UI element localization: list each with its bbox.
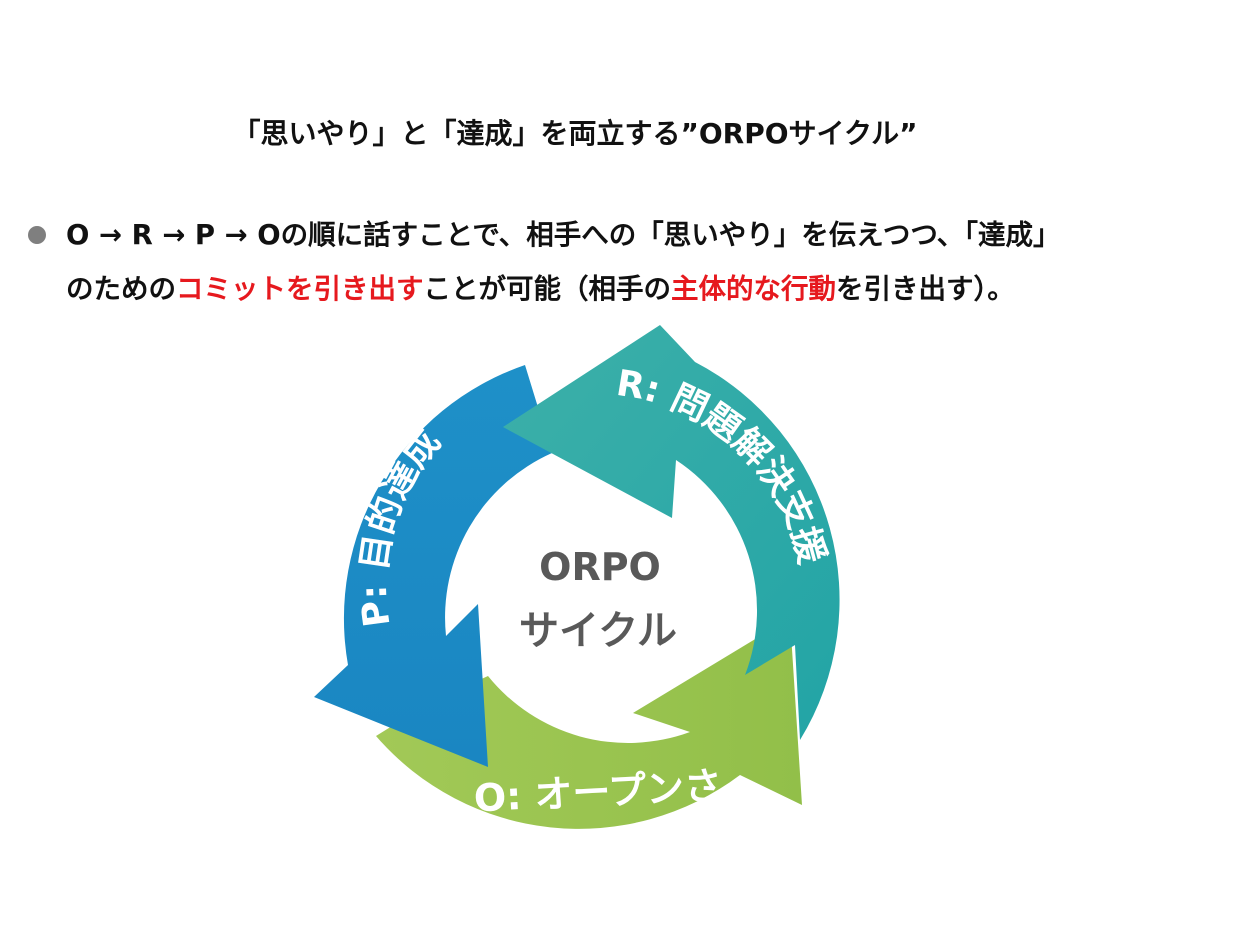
segment-r-arrow bbox=[503, 325, 840, 740]
center-label-line1: ORPO bbox=[539, 545, 661, 589]
bullet-line-2: のためのコミットを引き出すことが可能（相手の主体的な行動を引き出す）。 bbox=[66, 266, 1015, 312]
segment-p-arrow bbox=[314, 365, 552, 767]
center-label-line2: サイクル bbox=[519, 608, 677, 654]
bullet-text: を引き出す）。 bbox=[836, 273, 1015, 305]
bullet-text: のための bbox=[66, 273, 176, 305]
bullet-text: ことが可能（相手の bbox=[423, 273, 672, 305]
emphasis-proactive: 主体的な行動 bbox=[671, 273, 836, 305]
bullet-line-1: O → R → P → Oの順に話すことで、相手への「思いやり」を伝えつつ、「達… bbox=[66, 219, 1061, 251]
segment-o-arrow bbox=[376, 618, 802, 829]
page-title: 「思いやり」と「達成」を両立する”ORPOサイクル” bbox=[232, 117, 918, 150]
bullet-dot-icon bbox=[28, 226, 46, 244]
emphasis-commit: コミットを引き出す bbox=[176, 273, 424, 305]
